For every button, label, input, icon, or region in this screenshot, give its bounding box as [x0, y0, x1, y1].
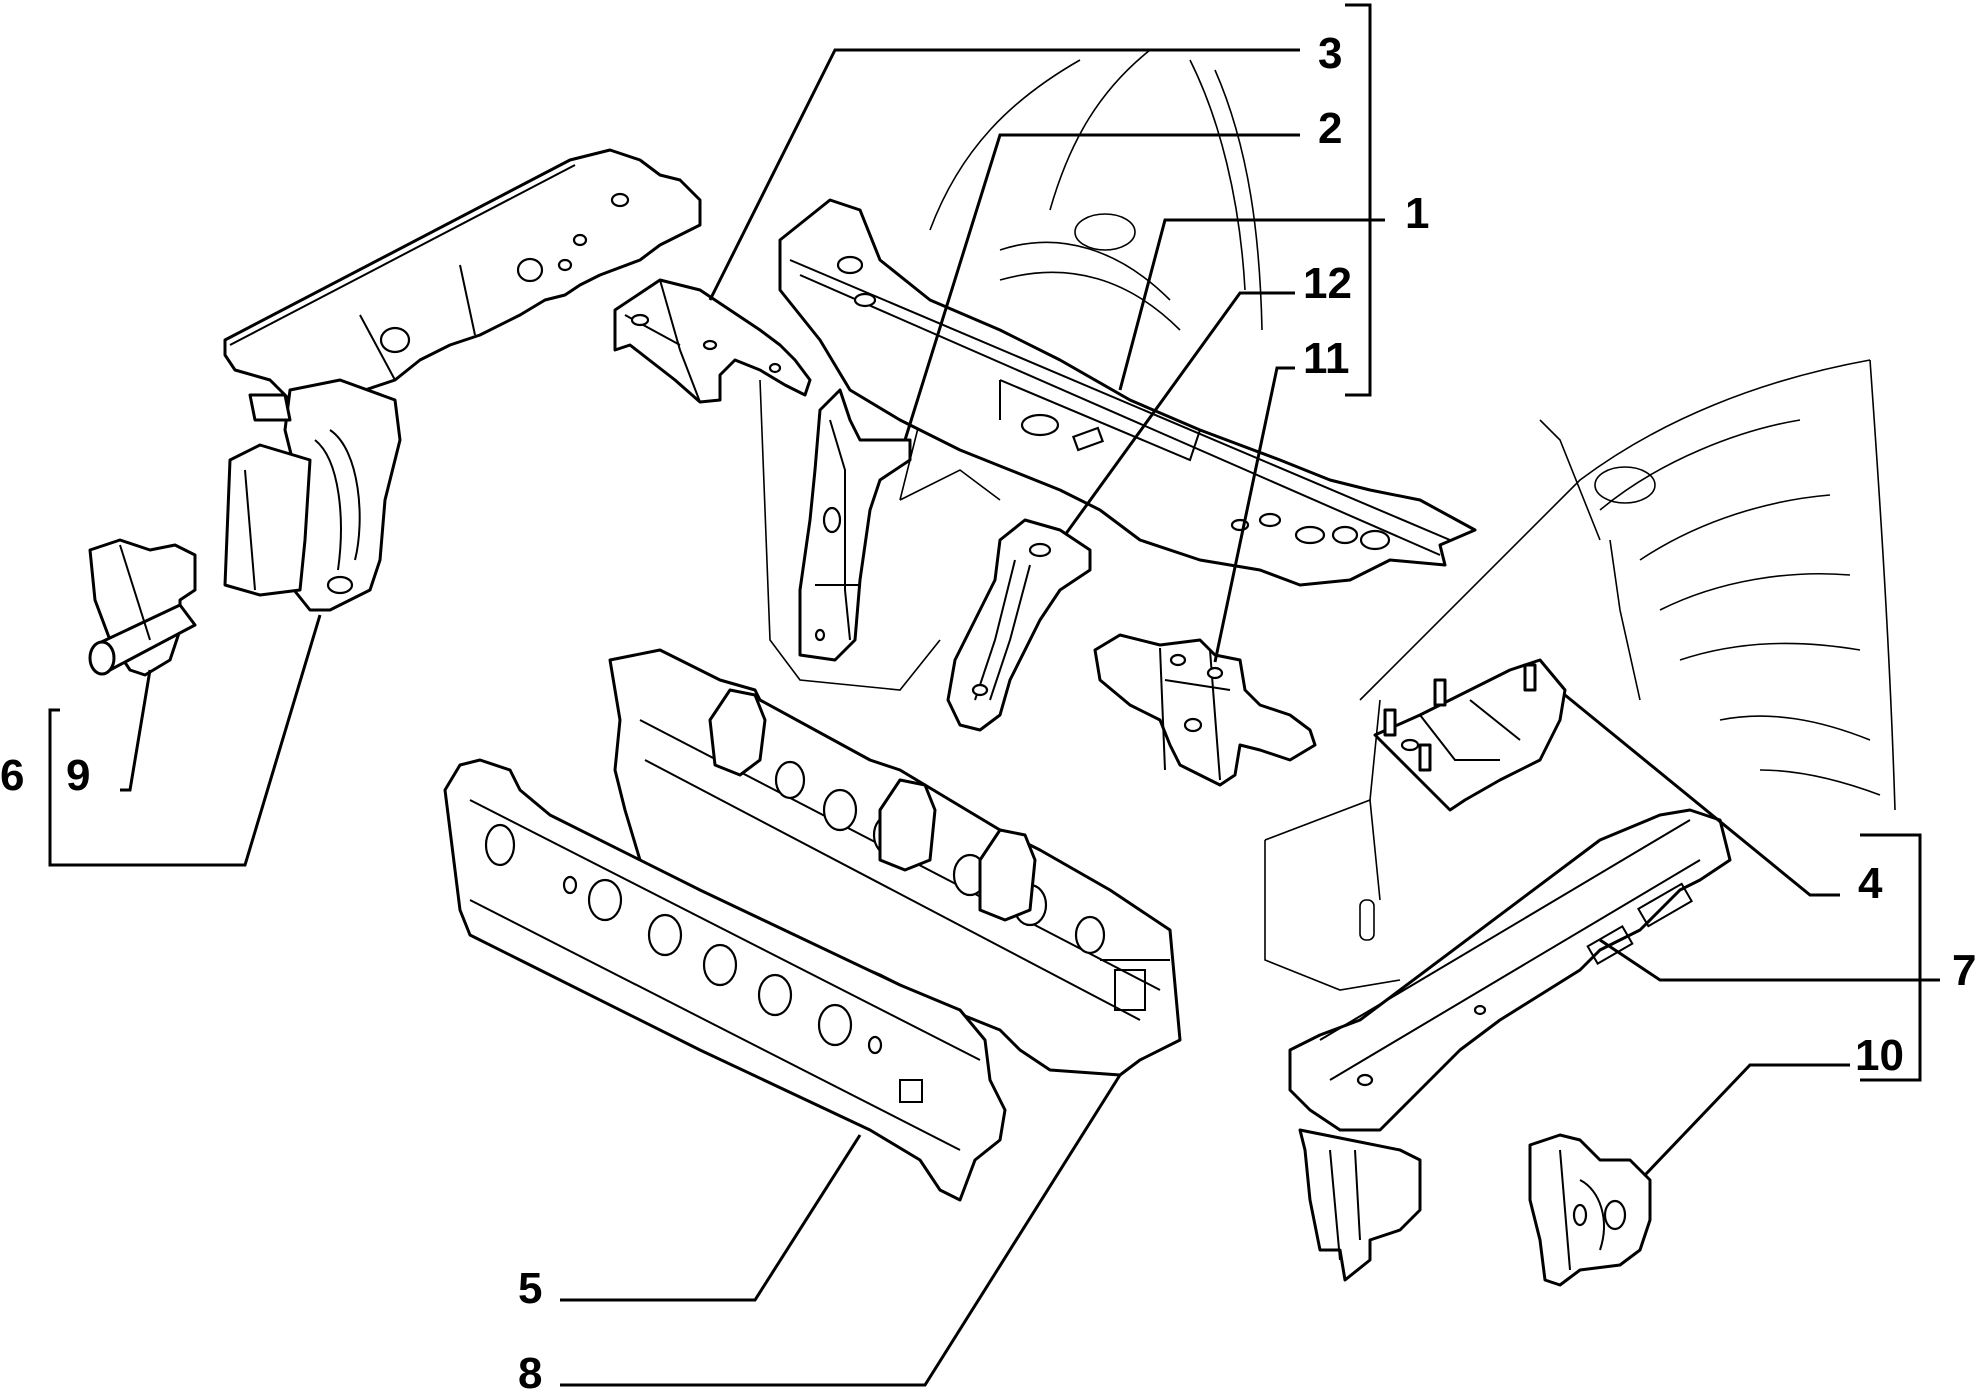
leader-8 — [560, 1074, 1122, 1387]
callout-8: 8 — [518, 1349, 542, 1390]
callout-3: 3 — [1318, 29, 1342, 78]
leader-9 — [120, 669, 152, 792]
part-8-cross-member — [608, 648, 1182, 1077]
leader-12 — [1063, 291, 1295, 536]
body-context-right — [1264, 359, 1896, 991]
part-5-lower-cross-member — [443, 758, 1007, 1202]
leader-1 — [1118, 218, 1385, 391]
leader-6-group — [48, 614, 322, 867]
callout-4: 4 — [1858, 859, 1883, 908]
part-2-bracket — [798, 388, 912, 662]
callout-7: 7 — [1952, 946, 1976, 995]
leader-lines — [48, 3, 1940, 1387]
part-10-reinforcement — [1528, 1133, 1652, 1287]
bracket-4-7-10 — [1860, 833, 1922, 1082]
part-9-pin-bracket — [88, 538, 197, 677]
part-4-stud-plate — [1373, 658, 1567, 812]
leader-10 — [1643, 1063, 1850, 1177]
callout-1: 1 — [1405, 189, 1429, 238]
callout-labels: 3 2 1 12 11 4 7 10 5 8 9 6 — [0, 29, 1976, 1390]
part-12-angled-bracket — [946, 518, 1092, 732]
leader-11 — [1213, 366, 1295, 663]
leader-2 — [903, 133, 1300, 441]
leader-3 — [708, 48, 1300, 301]
part-6-left-side-member — [223, 148, 702, 612]
callout-5: 5 — [518, 1264, 542, 1313]
part-7-right-side-member — [1288, 808, 1732, 1282]
body-context-center — [759, 49, 1263, 691]
bracket-1-3-11-12 — [1345, 3, 1372, 397]
callout-2: 2 — [1318, 104, 1342, 153]
leader-5 — [560, 1134, 862, 1302]
callout-11: 11 — [1303, 334, 1350, 383]
part-1-cross-member — [778, 198, 1477, 587]
callout-12: 12 — [1303, 259, 1352, 308]
part-3-upper-bracket — [613, 278, 812, 404]
callout-9: 9 — [66, 751, 90, 800]
callout-6: 6 — [0, 751, 24, 800]
callout-10: 10 — [1855, 1031, 1904, 1080]
leader-7 — [1599, 938, 1940, 982]
leader-4 — [1564, 693, 1840, 897]
part-11-mounting-plate — [1093, 633, 1317, 787]
